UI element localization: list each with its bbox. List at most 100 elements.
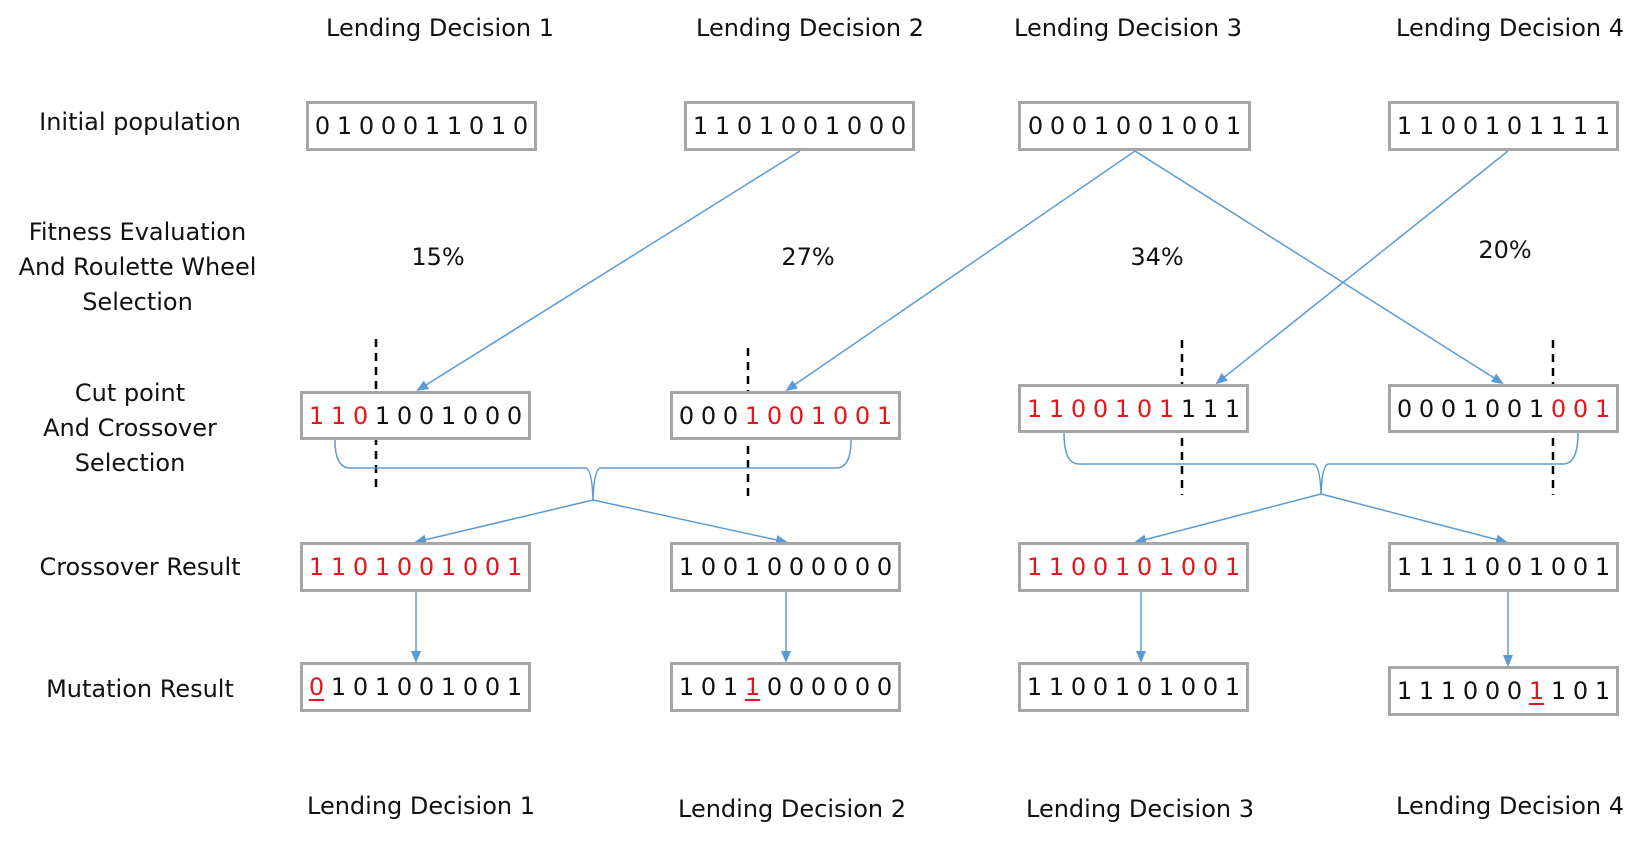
gene-bit: 0 — [352, 553, 369, 581]
gene-bit: 0 — [1418, 394, 1435, 423]
row-label-cut-line: And Crossover — [43, 414, 217, 442]
gene-bit: 0 — [854, 673, 871, 701]
gene-bit: 0 — [314, 112, 331, 140]
gene-bit: 1 — [1114, 673, 1131, 701]
crossover-arrow — [1134, 493, 1322, 545]
gene-bit: 1 — [1114, 394, 1131, 423]
column-header-bottom-1: Lending Decision 1 — [307, 792, 535, 820]
gene-bit: 1 — [308, 553, 325, 581]
gene-bit: 1 — [1396, 677, 1413, 705]
gene-bit: 0 — [1550, 394, 1567, 423]
gene-bit: 0 — [1092, 673, 1109, 701]
gene-bit: 0 — [1484, 553, 1501, 581]
pair-brace — [334, 439, 852, 501]
gene-bit: 1 — [1396, 553, 1413, 581]
gene-bit: 0 — [766, 401, 783, 430]
gene-bit: 1 — [1550, 677, 1567, 705]
gene-bit: 0 — [1440, 394, 1457, 423]
row-label-initial: Initial population — [39, 108, 241, 136]
gene-bit: 1 — [440, 553, 457, 581]
gene-bit: 0 — [854, 553, 871, 581]
gene-bit: 1 — [1026, 673, 1043, 701]
gene-bit: 0 — [1136, 553, 1153, 581]
gene-bit: 1 — [1462, 553, 1479, 581]
gene-bit: 1 — [330, 401, 347, 430]
gene-bit: 0 — [722, 553, 739, 581]
gene-bit: 0 — [1506, 394, 1523, 423]
gene-bit: 1 — [876, 401, 893, 430]
fitness-percent-2: 27% — [781, 243, 835, 271]
gene-bit: 0 — [1203, 112, 1220, 140]
gene-bit: 0 — [1440, 112, 1457, 140]
gene-bit: 0 — [780, 112, 797, 140]
gene-bit: 1 — [810, 401, 827, 430]
gene-bit: 1 — [1594, 677, 1611, 705]
gene-bit: 0 — [678, 401, 695, 430]
row-label-cut-line: Cut point — [74, 379, 186, 407]
row-label-fitness-line: Fitness Evaluation — [28, 218, 247, 246]
gene-bit: 0 — [700, 673, 717, 701]
gene-bit: 0 — [1506, 112, 1523, 140]
gene-bit: 1 — [1158, 673, 1175, 701]
row-label-cut-line: Selection — [74, 449, 186, 477]
gene-bit: 0 — [418, 673, 435, 701]
gene-bit: 1 — [692, 112, 709, 140]
gene-bit: 1 — [714, 112, 731, 140]
gene-bit: 0 — [1180, 673, 1197, 701]
gene-bit: 0 — [1484, 394, 1501, 423]
gene-bit: 0 — [1572, 677, 1589, 705]
pair-brace — [1063, 432, 1579, 495]
gene-bit: 1 — [374, 673, 391, 701]
gene-bit: 1 — [678, 553, 695, 581]
row-label-mutation: Mutation Result — [46, 675, 234, 703]
gene-bit: 1 — [758, 112, 775, 140]
gene-bit: 1 — [1418, 677, 1435, 705]
gene-bit: 0 — [890, 112, 907, 140]
gene-bit: 1 — [1594, 394, 1611, 423]
gene-bit: 0 — [788, 401, 805, 430]
gene-bit: 1 — [1202, 394, 1219, 423]
gene-bit: 1 — [506, 673, 523, 701]
gene-bit: 0 — [832, 401, 849, 430]
gene-bit: 0 — [1136, 673, 1153, 701]
column-header-top-4: Lending Decision 4 — [1396, 14, 1624, 42]
gene-bit: 0 — [468, 112, 485, 140]
gene-bit: 0 — [1092, 553, 1109, 581]
gene-bit: 1 — [1440, 553, 1457, 581]
gene-bit: 1 — [446, 112, 463, 140]
gene-bit: 0 — [352, 401, 369, 430]
gene-bit: 1 — [1528, 394, 1545, 423]
gene-bit: 0 — [512, 112, 529, 140]
gene-bit: 0 — [418, 401, 435, 430]
crossover-arrow — [1320, 493, 1508, 545]
gene-bit: 0 — [788, 673, 805, 701]
gene-bit: 1 — [490, 112, 507, 140]
gene-bit: 1 — [1224, 553, 1241, 581]
gene-bit: 1 — [824, 112, 841, 140]
gene-bit: 1 — [1093, 112, 1110, 140]
gene-bit: 1 — [744, 553, 761, 581]
crossover-arrow — [414, 499, 594, 545]
gene-bit: 1 — [722, 673, 739, 701]
column-header-top-2: Lending Decision 2 — [696, 14, 924, 42]
gene-bit: 1 — [1159, 112, 1176, 140]
gene-bit: 0 — [402, 112, 419, 140]
row-label-cut: Cut point And Crossover Selection — [20, 376, 240, 481]
gene-bit: 1 — [1225, 112, 1242, 140]
mutated-gene-bit: 1 — [744, 673, 761, 701]
gene-bit: 1 — [440, 401, 457, 430]
gene-bit: 0 — [722, 401, 739, 430]
fitness-percent-1: 15% — [411, 243, 465, 271]
gene-bit: 0 — [876, 673, 893, 701]
gene-bit: 1 — [374, 553, 391, 581]
mutated-gene-bit: 0 — [308, 673, 325, 701]
gene-bit: 1 — [1484, 112, 1501, 140]
